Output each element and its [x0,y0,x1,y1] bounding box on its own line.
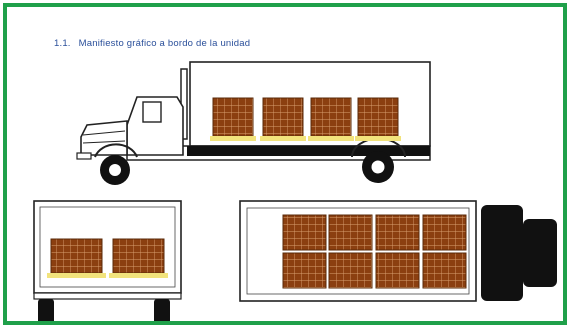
rear-right-tire [154,299,170,321]
hood-side [80,120,128,156]
pallets-rear [47,238,168,278]
truck-top-view [239,200,557,302]
cargo-illustrations [33,61,557,321]
pallets-top [282,214,467,289]
truck-rear-view [33,200,182,321]
cab-window [142,101,162,123]
pallets-side [210,97,401,141]
section-heading: 1.1. Manifiesto gráfico a bordo de la uni… [54,38,250,49]
document-frame: 1.1. Manifiesto gráfico a bordo de la uni… [3,3,567,325]
hood-top [523,219,557,287]
truck-side-view [76,61,431,185]
section-title: Manifiesto gráfico a bordo de la unidad [78,38,251,49]
cab-top [481,205,523,301]
rear-left-tire [38,299,54,321]
section-number: 1.1. [54,38,71,49]
